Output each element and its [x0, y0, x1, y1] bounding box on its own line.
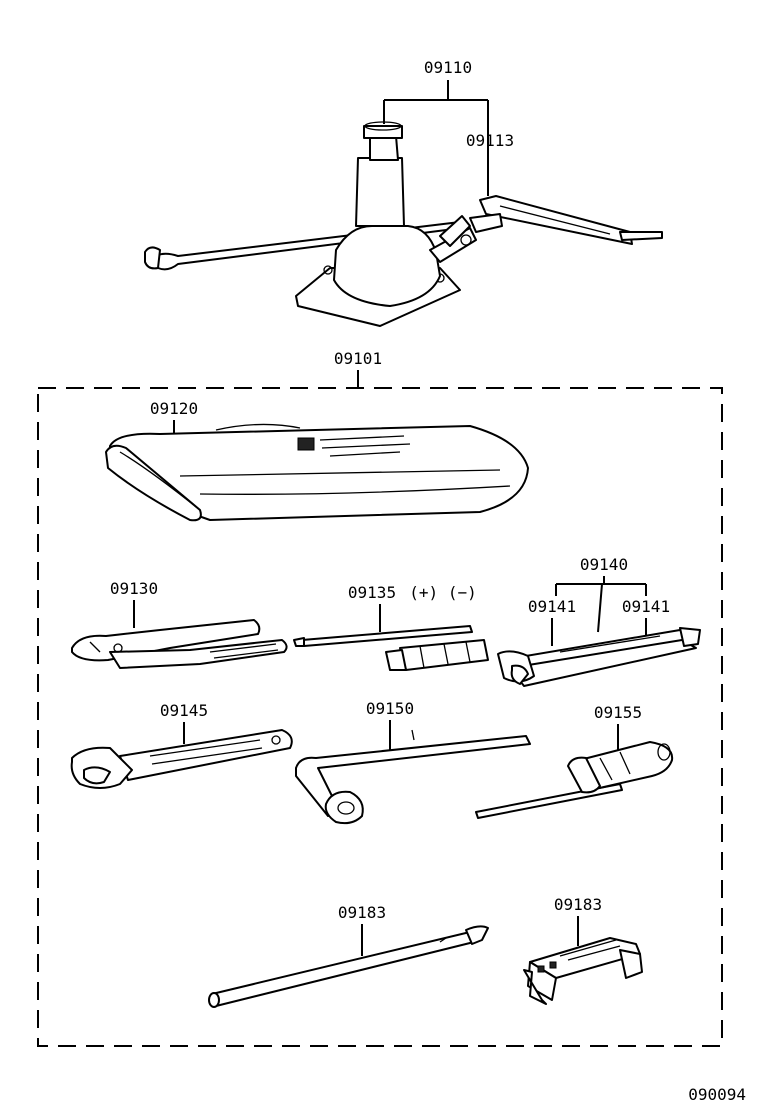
label-09183-clamp: 09183: [554, 895, 602, 914]
clamp: 09183: [523, 895, 643, 1005]
label-09141-left: 09141: [528, 597, 576, 616]
socket-wrench: 09155: [475, 703, 674, 819]
tool-set-dashed-border: [37, 387, 723, 1047]
label-09135: 09135: [348, 583, 396, 602]
label-09140: 09140: [580, 555, 628, 574]
label-09150: 09150: [366, 699, 414, 718]
tool-set-group: 09101: [37, 349, 723, 1047]
label-09101: 09101: [334, 349, 382, 368]
lug-wrench: 09150: [295, 699, 531, 825]
label-09145: 09145: [160, 701, 208, 720]
adjustable-wrench: 09145: [70, 701, 293, 789]
label-09155: 09155: [594, 703, 642, 722]
wrench-set: 09140 09141 09141: [497, 555, 701, 687]
jack-assembly: 09110 09113: [144, 58, 663, 327]
label-09110: 09110: [424, 58, 472, 77]
label-09130: 09130: [110, 579, 158, 598]
label-screwdriver-signs: (+) (−): [409, 583, 476, 602]
screwdriver: 09135 (+) (−): [293, 583, 489, 671]
label-09120: 09120: [150, 399, 198, 418]
label-09183-bar: 09183: [338, 903, 386, 922]
figure-code: 090094: [688, 1085, 746, 1104]
pry-bar: 09183: [208, 903, 489, 1008]
pliers: 09130: [71, 579, 288, 669]
label-09141-right: 09141: [622, 597, 670, 616]
tool-bag: 09120: [105, 399, 529, 522]
label-09113: 09113: [466, 131, 514, 150]
